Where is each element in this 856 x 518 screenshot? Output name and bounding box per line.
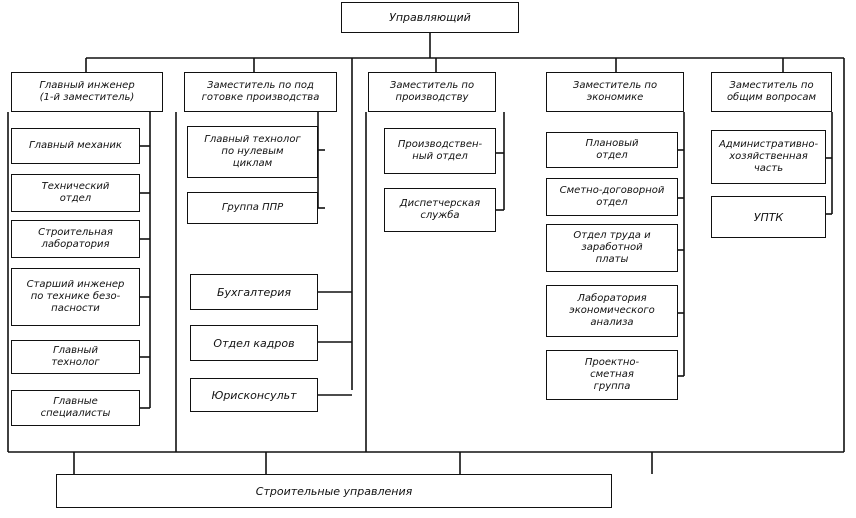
root-box: Управляющий (341, 2, 519, 33)
col4-item-1: Плановый отдел (546, 132, 678, 168)
col1-item-5: Главный технолог (11, 340, 140, 374)
col4-item-3: Отдел труда и заработной платы (546, 224, 678, 272)
col1-item-1: Главный механик (11, 128, 140, 164)
col3-header: Заместитель по производству (368, 72, 496, 112)
col5-item-2: УПТК (711, 196, 826, 238)
col2-item-1: Главный технолог по нулевым циклам (187, 126, 318, 178)
col3-item-2: Диспетчерская служба (384, 188, 496, 232)
col1-item-3: Строительная лаборатория (11, 220, 140, 258)
col1-item-4: Старший инженер по технике безо- пасност… (11, 268, 140, 326)
col1-header: Главный инженер (1-й заместитель) (11, 72, 163, 112)
col2-staff-2: Отдел кадров (190, 325, 318, 361)
col4-item-5: Проектно- сметная группа (546, 350, 678, 400)
col1-item-6: Главные специалисты (11, 390, 140, 426)
col2-item-2: Группа ППР (187, 192, 318, 224)
col5-header: Заместитель по общим вопросам (711, 72, 832, 112)
col4-item-2: Сметно-договорной отдел (546, 178, 678, 216)
bottom-box: Строительные управления (56, 474, 612, 508)
col2-staff-3: Юрисконсульт (190, 378, 318, 412)
col5-item-1: Административно- хозяйственная часть (711, 130, 826, 184)
col1-item-2: Технический отдел (11, 174, 140, 212)
col3-item-1: Производствен- ный отдел (384, 128, 496, 174)
col2-header: Заместитель по под готовке производства (184, 72, 337, 112)
col2-staff-1: Бухгалтерия (190, 274, 318, 310)
col4-item-4: Лаборатория экономического анализа (546, 285, 678, 337)
col4-header: Заместитель по экономике (546, 72, 684, 112)
